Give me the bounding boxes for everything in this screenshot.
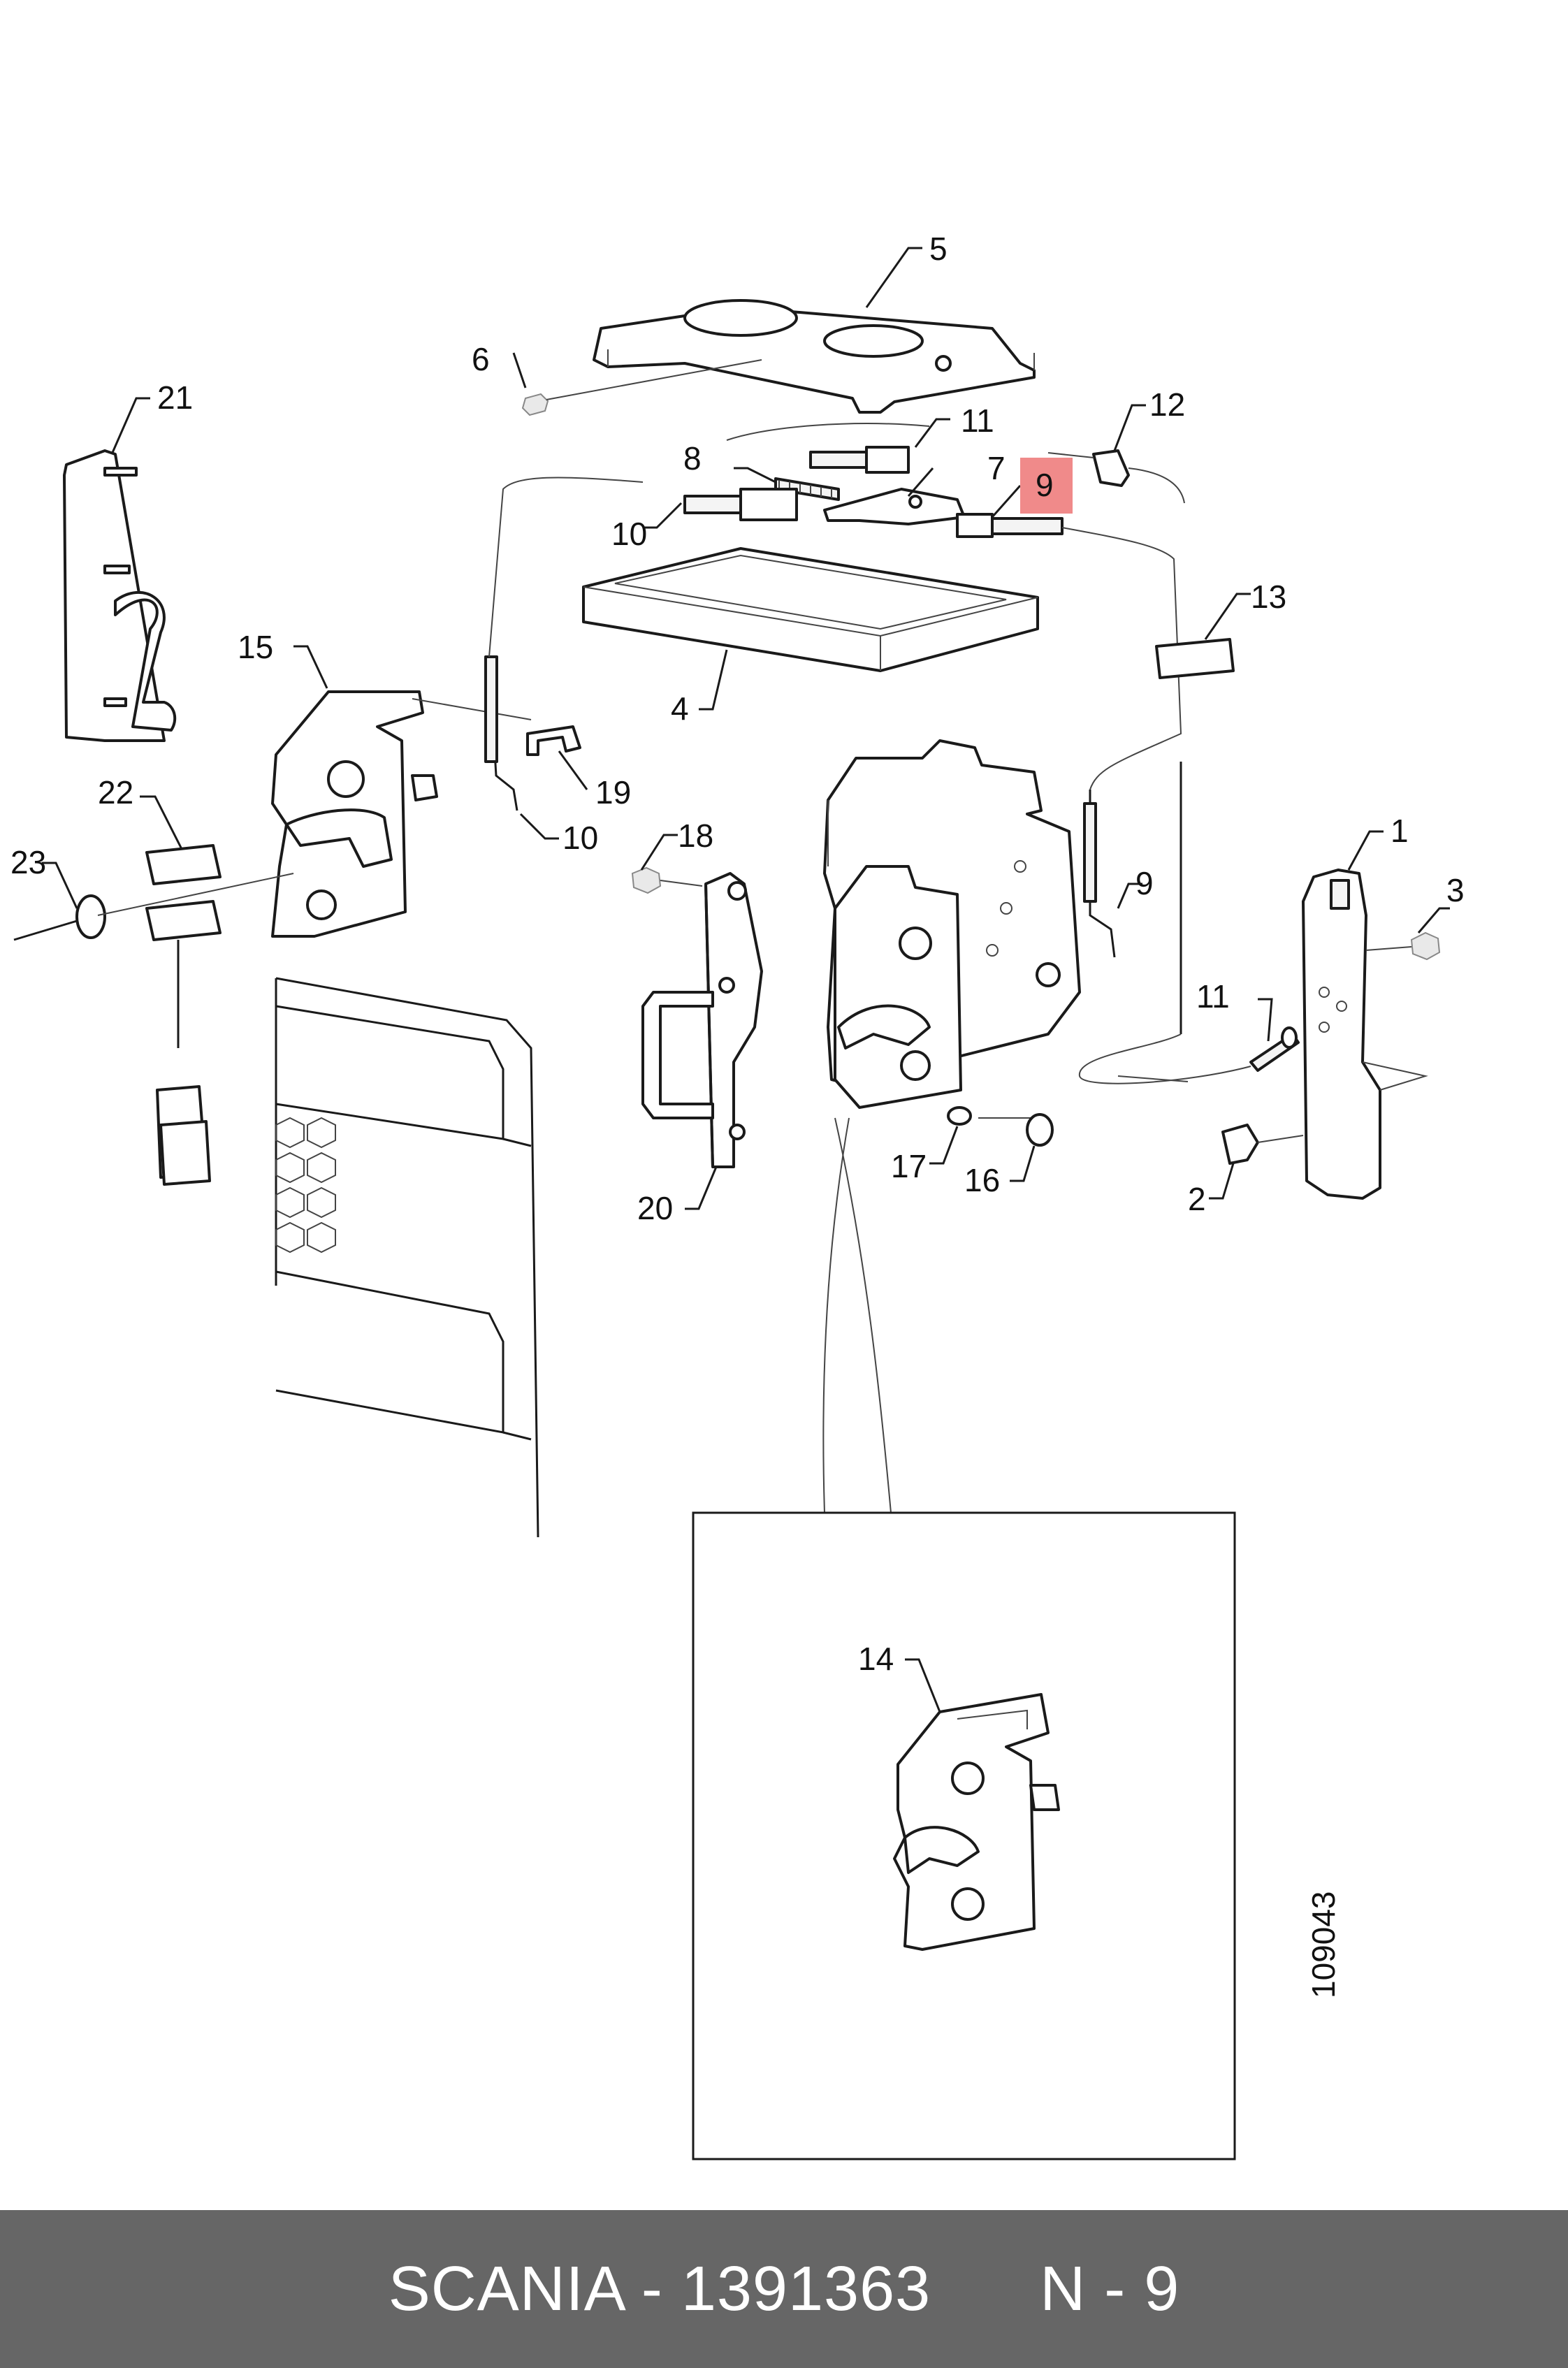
part-3-nut [1365,931,1441,961]
main-lock-assembly [823,739,1081,1109]
exploded-parts-diagram: 5 6 11 12 21 8 7 9 10 13 15 4 19 22 10 1… [10,231,1465,2160]
part-21-latch-plate [63,449,177,742]
part-5-bracket-plate [593,299,1036,414]
part-10-rod-lower [484,655,518,811]
callout-3: 3 [1446,872,1465,908]
part-11-rod-top [726,423,930,474]
part-11-rod-right [1078,1026,1300,1084]
callout-11-right: 11 [1196,978,1230,1015]
callout-20: 20 [637,1190,673,1226]
callout-7: 7 [987,450,1006,486]
footer-bar: SCANIA - 1391363 N - 9 [0,2210,1568,2368]
part-6-screw [521,359,762,416]
part-23-rivet [13,873,294,941]
highlight-box-9 [1020,458,1073,514]
callout-14: 14 [858,1641,894,1677]
callout-10-bottom: 10 [562,820,598,856]
part-10-rod-top [488,477,798,658]
part-19-clip [526,725,581,756]
callout-13: 13 [1251,579,1286,615]
callout-9: 9 [1135,865,1154,901]
callout-9-highlight: 9 [1036,467,1054,503]
inset-box [692,1511,1236,2160]
callout-11-top: 11 [961,402,994,439]
callout-10-top: 10 [611,516,647,552]
callout-5: 5 [929,231,948,267]
part-14-lock [893,1693,1060,1951]
part-15-lock-body [271,690,532,938]
part-18-nut [631,866,703,894]
part-13-clip [1155,638,1235,1034]
part-7-lever [823,488,966,525]
part-9-cable-top [956,513,1182,790]
part-4-tray [582,547,1039,672]
part-1-lever-plate [1302,869,1428,1200]
part-2-push-button [1221,1124,1304,1165]
callout-17: 17 [891,1148,927,1184]
callout-22: 22 [98,774,133,811]
callout-16: 16 [964,1162,1000,1198]
callout-18: 18 [678,818,713,854]
part-17-washer [947,1106,972,1126]
door-panel [275,977,539,1538]
callout-23: 23 [10,844,46,880]
callout-8: 8 [683,440,702,477]
part-16-screw [978,1113,1054,1147]
callout-2: 2 [1188,1181,1206,1217]
part-8-spring [774,477,840,501]
callout-21: 21 [157,379,193,416]
callout-19: 19 [595,774,631,811]
part-22-connector [145,844,222,1186]
callout-15: 15 [238,629,273,665]
part-9-rod-lower [1083,790,1116,958]
part-20-handle-bracket [641,872,763,1168]
part-12-clip [1047,449,1185,504]
callout-1: 1 [1391,813,1409,849]
drawing-number: 109043 [1305,1891,1342,1999]
callout-6: 6 [472,341,490,377]
callout-4: 4 [671,690,689,727]
footer-part-label: SCANIA - 1391363 N - 9 [388,2253,1180,2324]
callout-12: 12 [1149,386,1185,423]
